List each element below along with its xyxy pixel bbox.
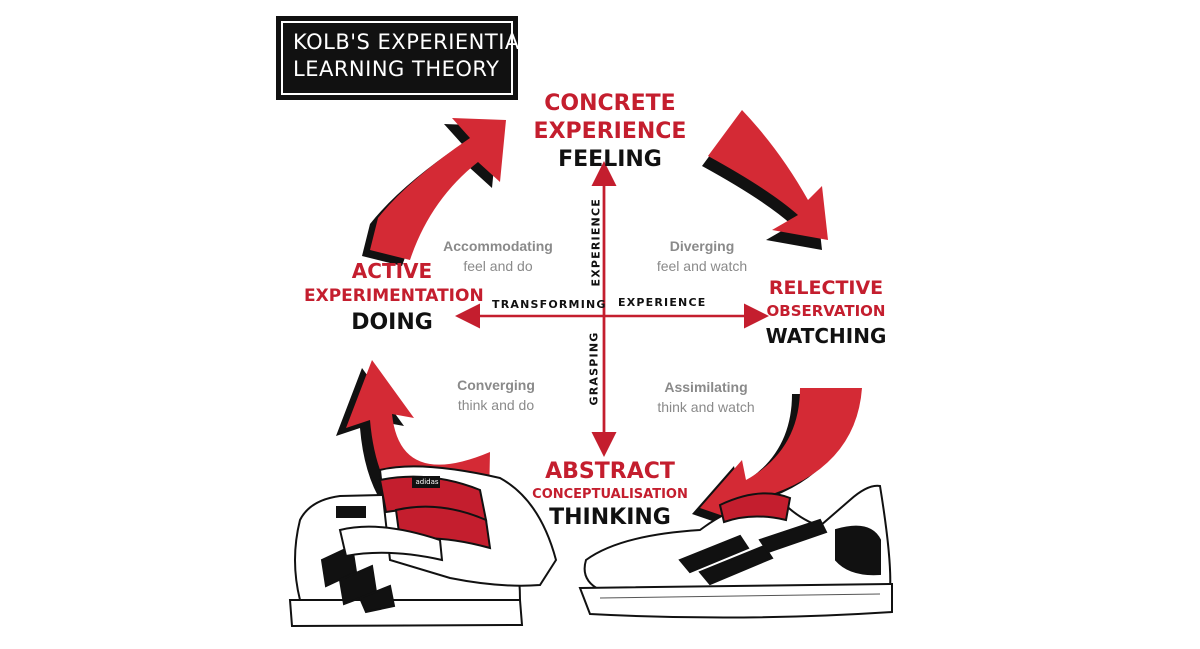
quadrant-top-left-title: Accommodating: [443, 238, 553, 254]
quadrant-top-right-sub: feel and watch: [656, 258, 748, 274]
cycle-arrow-top-left: [362, 118, 506, 266]
stage-top-line-3: FEELING: [558, 147, 662, 172]
quadrant-diverging: Diverging feel and watch: [612, 236, 792, 276]
cycle-arrow-top-right: [702, 110, 828, 250]
stage-concrete-experience: CONCRETE EXPERIENCE FEELING: [520, 90, 700, 174]
quadrant-top-left-sub: feel and do: [463, 258, 533, 274]
quadrant-bottom-left-sub: think and do: [457, 397, 535, 413]
stage-top-line-2: EXPERIENCE: [533, 119, 687, 144]
axis-label-horizontal-left: TRANSFORMING: [492, 298, 607, 311]
baby-shoes-illustration: [288, 465, 558, 628]
axis-label-horizontal-right: EXPERIENCE: [618, 296, 707, 309]
stage-left-line-1: ACTIVE: [351, 259, 433, 283]
stage-bottom-line-2: CONCEPTUALISATION: [532, 487, 688, 502]
axes: [455, 161, 769, 457]
stage-left-line-2: EXPERIMENTATION: [304, 286, 484, 306]
quadrant-bottom-right-sub: think and watch: [657, 399, 755, 415]
title-line-2: LEARNING THEORY: [293, 57, 500, 81]
stage-bottom-line-3: THINKING: [549, 505, 671, 530]
title-box: KOLB'S EXPERIENTIAL LEARNING THEORY: [276, 16, 532, 100]
quadrant-bottom-right-title: Assimilating: [664, 379, 748, 395]
stage-right-line-3: WATCHING: [765, 324, 887, 348]
axis-label-vertical-bottom: GRASPING: [587, 331, 601, 406]
shoe-brand-label: adidas: [415, 478, 439, 486]
title-frame: KOLB'S EXPERIENTIAL LEARNING THEORY: [281, 21, 532, 95]
stage-left-line-3: DOING: [351, 310, 433, 335]
quadrant-top-right-title: Diverging: [669, 238, 735, 254]
quadrant-bottom-left-title: Converging: [457, 377, 535, 393]
stage-top-line-1: CONCRETE: [544, 91, 676, 116]
stage-abstract-conceptualisation: ABSTRACT CONCEPTUALISATION THINKING: [520, 458, 700, 532]
stage-right-line-2: OBSERVATION: [766, 302, 886, 320]
quadrant-assimilating: Assimilating think and watch: [616, 377, 796, 417]
stage-bottom-line-1: ABSTRACT: [545, 459, 675, 484]
stage-reflective-observation: RELECTIVE OBSERVATION WATCHING: [758, 276, 894, 350]
quadrant-converging: Converging think and do: [406, 375, 586, 415]
running-shoe-illustration: [578, 484, 893, 619]
stage-right-line-1: RELECTIVE: [768, 277, 884, 299]
axis-label-vertical-top: EXPERIENCE: [589, 198, 603, 287]
stage-active-experimentation: ACTIVE EXPERIMENTATION DOING: [304, 258, 484, 338]
quadrant-accommodating: Accommodating feel and do: [408, 236, 588, 276]
title-line-1: KOLB'S EXPERIENTIAL: [293, 30, 532, 54]
